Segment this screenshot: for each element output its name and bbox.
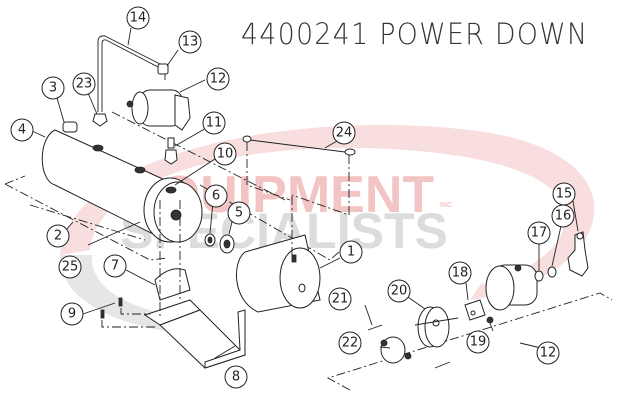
callout-4[interactable]: 4	[10, 118, 34, 142]
svg-text:8: 8	[232, 370, 240, 385]
callout-8[interactable]: 8	[224, 365, 248, 389]
screw	[367, 317, 459, 369]
nut	[486, 316, 494, 324]
svg-text:24: 24	[336, 126, 353, 141]
svg-text:9: 9	[68, 307, 76, 322]
svg-text:5: 5	[235, 206, 243, 221]
callout-25[interactable]: 25	[58, 255, 82, 279]
assembly-outline-right	[326, 292, 613, 391]
svg-text:2: 2	[54, 229, 62, 244]
cradle	[154, 268, 191, 301]
seal	[204, 233, 216, 247]
callout-21[interactable]: 21	[328, 287, 352, 311]
callout-14[interactable]: 14	[126, 6, 150, 30]
svg-text:13: 13	[182, 35, 199, 50]
callout-12-upper[interactable]: 12	[206, 67, 230, 91]
svg-text:21: 21	[332, 292, 349, 307]
callout-2[interactable]: 2	[46, 224, 70, 248]
valve-cartridge	[126, 89, 191, 131]
bolts	[100, 297, 155, 328]
svg-text:12: 12	[540, 346, 557, 361]
callout-15[interactable]: 15	[552, 182, 576, 206]
svg-text:22: 22	[342, 336, 359, 351]
svg-text:6: 6	[212, 189, 220, 204]
watermark-suffix: INC.	[440, 202, 454, 209]
callout-7[interactable]: 7	[103, 254, 127, 278]
svg-text:1: 1	[347, 245, 355, 260]
handle-lever	[567, 231, 589, 277]
o-ring-small	[547, 266, 557, 278]
svg-text:25: 25	[62, 260, 79, 275]
svg-text:11: 11	[206, 116, 223, 131]
callout-20[interactable]: 20	[387, 279, 411, 303]
end-cap	[417, 306, 450, 348]
callout-16[interactable]: 16	[551, 204, 575, 228]
svg-text:18: 18	[452, 266, 469, 281]
svg-text:17: 17	[531, 226, 548, 241]
callout-5[interactable]: 5	[227, 201, 251, 225]
callout-11[interactable]: 11	[202, 111, 226, 135]
callout-22[interactable]: 22	[338, 331, 362, 355]
svg-text:4: 4	[18, 123, 26, 138]
callout-10[interactable]: 10	[213, 142, 237, 166]
diagram-title: 4400241 POWER DOWN	[241, 17, 589, 51]
solenoid	[380, 336, 412, 364]
hydraulic-tube	[92, 35, 161, 127]
svg-text:12: 12	[210, 72, 227, 87]
svg-text:23: 23	[76, 77, 93, 92]
callout-1[interactable]: 1	[339, 240, 363, 264]
svg-text:14: 14	[130, 11, 147, 26]
elbow-fitting	[157, 63, 169, 80]
reservoir-tank	[41, 129, 203, 243]
motor	[235, 234, 321, 313]
mounting-bracket	[143, 200, 246, 369]
filler-cap	[62, 121, 78, 133]
callout-12-lower[interactable]: 12	[536, 341, 560, 365]
callout-6[interactable]: 6	[204, 184, 228, 208]
callout-23[interactable]: 23	[72, 72, 96, 96]
valve-body	[485, 264, 538, 311]
callout-17[interactable]: 17	[527, 221, 551, 245]
callout-19[interactable]: 19	[466, 330, 490, 354]
block	[464, 299, 486, 321]
svg-text:20: 20	[391, 284, 408, 299]
callout-24[interactable]: 24	[332, 121, 356, 145]
svg-text:16: 16	[555, 209, 572, 224]
svg-text:3: 3	[49, 81, 57, 96]
assembly-outline-left	[4, 111, 351, 261]
fitting	[164, 137, 178, 165]
cable	[242, 135, 356, 255]
callout-9[interactable]: 9	[60, 302, 84, 326]
svg-text:10: 10	[217, 147, 234, 162]
bearing	[219, 234, 235, 254]
callout-13[interactable]: 13	[178, 30, 202, 54]
callout-3[interactable]: 3	[41, 76, 65, 100]
svg-text:19: 19	[470, 335, 487, 350]
svg-text:15: 15	[556, 187, 573, 202]
callout-18[interactable]: 18	[448, 261, 472, 285]
leader-lines	[29, 27, 579, 359]
bushing	[534, 270, 544, 282]
svg-text:7: 7	[111, 259, 119, 274]
